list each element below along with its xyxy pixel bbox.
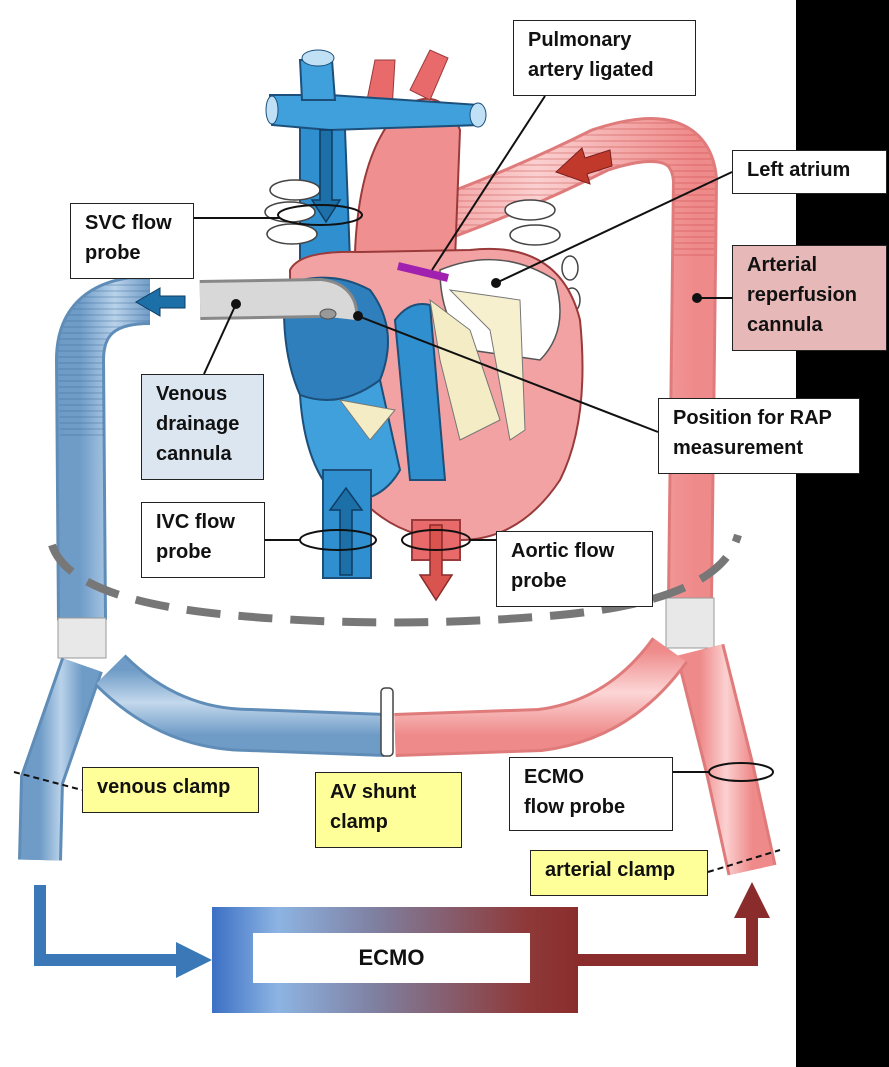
arterial-clamp-line bbox=[707, 849, 781, 873]
label-left-atrium: Left atrium bbox=[732, 150, 887, 194]
label-rap-position: Position for RAP measurement bbox=[658, 398, 860, 474]
label-venous-clamp: venous clamp bbox=[82, 767, 259, 813]
label-ecmo-flow-probe: ECMO flow probe bbox=[509, 757, 673, 831]
arterial-inflow-arrow bbox=[555, 147, 613, 185]
venous-to-ecmo-arrow bbox=[34, 885, 180, 966]
pulmonary-ligature bbox=[397, 262, 449, 282]
venous-clamp-line bbox=[13, 771, 83, 791]
label-venous-drainage-cannula: Venous drainage cannula bbox=[141, 374, 264, 480]
label-svc-flow-probe: SVC flow probe bbox=[70, 203, 194, 279]
svc-flow-arrow bbox=[310, 129, 342, 224]
svc-flow-probe-ring bbox=[277, 204, 363, 226]
arterial-cannula-dot bbox=[692, 293, 702, 303]
venous-y-connector bbox=[57, 617, 107, 659]
left-atrium-dot bbox=[491, 278, 501, 288]
venous-tubing bbox=[18, 275, 386, 861]
label-ivc-flow-probe: IVC flow probe bbox=[141, 502, 265, 578]
label-arterial-reperfusion-cannula: Arterial reperfusion cannula bbox=[732, 245, 887, 351]
label-av-shunt-clamp: AV shunt clamp bbox=[315, 772, 462, 848]
venous-drainage-cannula bbox=[135, 277, 359, 321]
arterial-y-connector bbox=[665, 597, 715, 649]
venous-cannula-dot bbox=[231, 299, 241, 309]
dashed-boundary bbox=[48, 533, 742, 627]
leader-lines bbox=[194, 95, 733, 773]
ecmo-to-arterial-arrow bbox=[578, 915, 758, 966]
aorta-flow-arrow bbox=[418, 524, 454, 602]
pulmonary-artery bbox=[393, 303, 447, 481]
ecmo-label: ECMO bbox=[253, 933, 530, 983]
ivc-flow-arrow bbox=[328, 486, 364, 576]
label-aortic-flow-probe: Aortic flow probe bbox=[496, 531, 653, 607]
av-shunt-clamp-bar bbox=[380, 687, 394, 757]
venous-outflow-arrow bbox=[135, 287, 186, 317]
heart bbox=[264, 49, 584, 602]
label-pulmonary-artery-ligated: Pulmonary artery ligated bbox=[513, 20, 696, 96]
rap-position-dot bbox=[353, 311, 363, 321]
label-arterial-clamp: arterial clamp bbox=[530, 850, 708, 896]
ecmo-unit: ECMO bbox=[212, 907, 578, 1013]
